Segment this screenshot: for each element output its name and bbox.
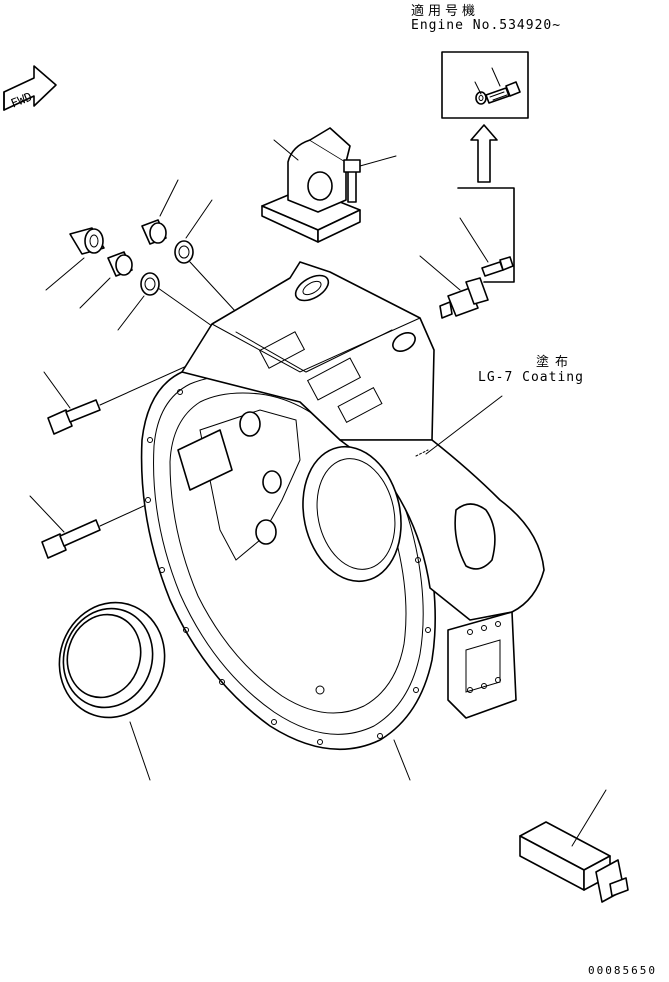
bracket-bolt (343, 155, 397, 203)
flywheel-housing (140, 261, 545, 781)
washer-lower (117, 272, 160, 331)
housing-bolt-upper (43, 359, 201, 435)
washer-upper (174, 199, 213, 264)
oil-seal (58, 601, 166, 781)
mounting-bracket (261, 127, 361, 243)
plug-small-upper (141, 179, 179, 245)
coating-note-title: 塗布 (536, 355, 575, 370)
coating-note-material: LG-7 Coating (478, 370, 584, 385)
fwd-arrow-icon (3, 65, 57, 111)
serial-variant-callout (441, 51, 529, 119)
drawing-number: 00085650 (588, 964, 657, 977)
serial-note-engine-number: Engine No.534920~ (411, 18, 562, 33)
speed-sensor (419, 255, 489, 319)
serial-note-title: 適用号機 (411, 4, 480, 19)
plug-small-lower (79, 251, 133, 309)
washer-icon (475, 91, 487, 105)
sensor-bolt (459, 217, 514, 277)
plug-large (45, 227, 105, 291)
bolt-icon (485, 81, 521, 104)
upward-arrow-icon (470, 124, 498, 183)
fwd-label: FWD (9, 90, 34, 111)
installation-tool (519, 789, 629, 903)
